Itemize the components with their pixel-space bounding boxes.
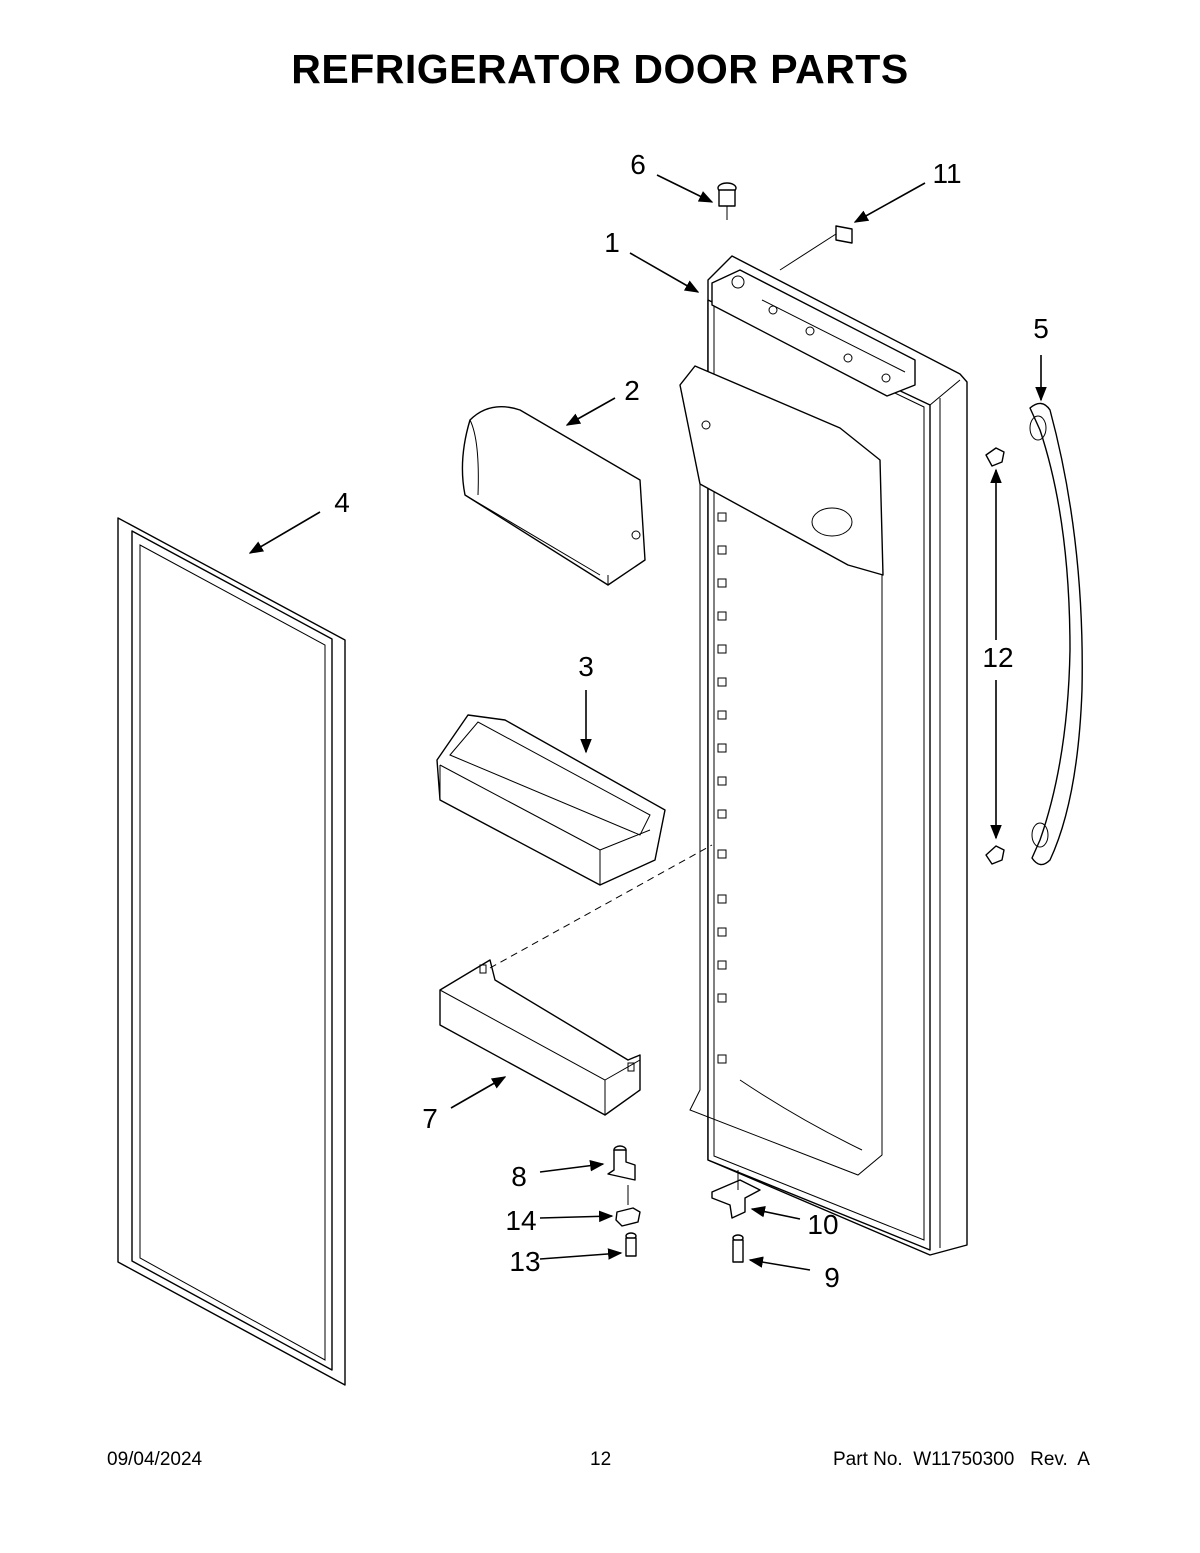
hinge-bushing	[615, 1207, 641, 1227]
footer-part-number: Part No. W11750300 Rev. A	[833, 1449, 1090, 1470]
door-handle	[985, 402, 1083, 866]
callout-10: 10	[807, 1209, 838, 1240]
hinge-screw-right	[732, 1234, 744, 1263]
leader-arrows	[248, 174, 1047, 1271]
hinge	[607, 1145, 636, 1181]
callout-2: 2	[624, 375, 640, 406]
dairy-bin	[461, 406, 646, 586]
callout-5: 5	[1033, 313, 1049, 344]
page-title: REFRIGERATOR DOOR PARTS	[291, 46, 909, 92]
callout-12: 12	[982, 642, 1013, 673]
hinge-screw-left	[625, 1232, 637, 1257]
callout-13: 13	[509, 1246, 540, 1277]
door-assembly	[679, 255, 968, 1256]
hinge-bracket	[711, 1179, 761, 1219]
callout-1: 1	[604, 227, 620, 258]
door-gasket	[117, 517, 346, 1386]
hinge-pin	[717, 182, 737, 220]
shelf-bar	[439, 959, 641, 1116]
footer-date: 09/04/2024	[107, 1449, 203, 1470]
callout-4: 4	[334, 487, 350, 518]
label-tag	[835, 225, 853, 244]
callout-14: 14	[505, 1205, 536, 1236]
callout-9: 9	[824, 1262, 840, 1293]
footer-page-number: 12	[590, 1449, 612, 1470]
callout-8: 8	[511, 1161, 527, 1192]
callout-11: 11	[932, 158, 961, 189]
door-bin	[436, 714, 666, 886]
callout-3: 3	[578, 651, 594, 682]
callout-6: 6	[630, 149, 646, 180]
callout-7: 7	[422, 1103, 438, 1134]
shelf-bosses	[717, 512, 727, 1064]
